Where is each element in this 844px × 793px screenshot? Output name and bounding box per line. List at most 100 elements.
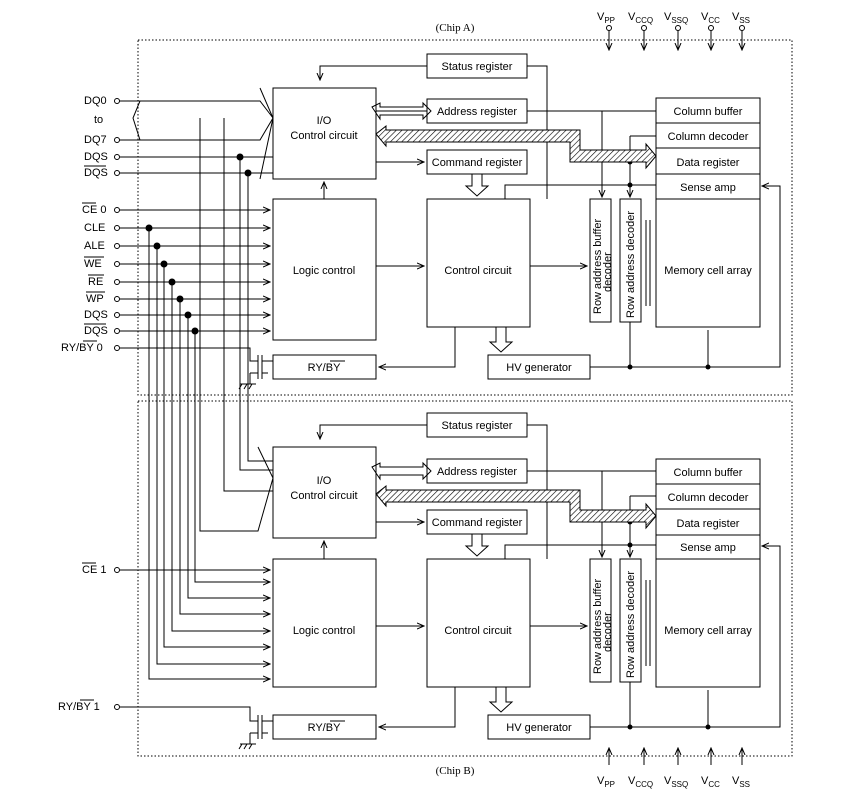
pin-cle xyxy=(114,225,120,231)
ready-busy-box xyxy=(272,354,377,380)
left-pins: DQ0 to DQ7 DQS DQS CE 0 CLE ALE xyxy=(58,87,274,750)
row-address-buffer-box xyxy=(589,198,612,323)
power-pin-vss-b: VSS xyxy=(732,748,750,789)
row-address-buffer-label-2: decoder xyxy=(602,252,614,292)
memory-cell-array-label: Memory cell array xyxy=(664,265,752,277)
pin-ce0 xyxy=(114,207,120,213)
logic-control-label: Logic control xyxy=(293,265,355,277)
memory-cell-array-label: Memory cell array xyxy=(664,625,752,637)
power-pin-vssq: VSSQ xyxy=(664,11,688,50)
address-register-label: Address register xyxy=(437,466,517,478)
pin-label-ce1: CE 1 xyxy=(82,564,106,576)
pin-label-dqs: DQS xyxy=(84,151,108,163)
pin-dq0 xyxy=(114,98,120,104)
pin-label-re: RE xyxy=(88,276,103,288)
pin-dqs xyxy=(114,154,120,160)
column-buffer-label: Column buffer xyxy=(674,467,743,479)
svg-text:VCCQ: VCCQ xyxy=(628,11,653,25)
control-circuit-label: Control circuit xyxy=(444,265,511,277)
chip-b: Status register Address register Command… xyxy=(272,412,781,740)
sense-amp-box xyxy=(655,173,761,200)
pin-we xyxy=(114,261,120,267)
io-control-box xyxy=(272,87,377,180)
pin-dqs-n-2 xyxy=(114,328,120,334)
hv-generator-label: HV generator xyxy=(506,722,572,734)
io-control-label-2: Control circuit xyxy=(290,130,357,142)
pin-label-dq7: DQ7 xyxy=(84,134,107,146)
chip-b-frame xyxy=(137,400,793,757)
column-decoder-label: Column decoder xyxy=(668,131,749,143)
power-pin-vcc: VCC xyxy=(701,11,720,50)
hv-generator-box xyxy=(487,354,591,380)
pin-label-dqs-2: DQS xyxy=(84,309,108,321)
svg-text:VSS: VSS xyxy=(732,775,750,789)
io-control-label-1: I/O xyxy=(317,475,332,487)
data-register-label: Data register xyxy=(677,157,740,169)
control-circuit-box xyxy=(426,198,531,328)
power-pin-vccq: VCCQ xyxy=(628,11,653,50)
column-decoder-label: Column decoder xyxy=(668,492,749,504)
row-address-decoder-label: Row address decoder xyxy=(625,571,637,678)
command-register-label: Command register xyxy=(432,157,523,169)
pin-ryby1 xyxy=(114,704,120,710)
svg-text:VCCQ: VCCQ xyxy=(628,775,653,789)
pin-label-dq0: DQ0 xyxy=(84,95,107,107)
row-address-buffer-label: Row address buffer xyxy=(592,578,604,674)
control-circuit-label: Control circuit xyxy=(444,625,511,637)
memory-cell-array-box xyxy=(655,558,761,688)
power-pin-vcc-b: VCC xyxy=(701,748,720,789)
power-pin-vssq-b: VSSQ xyxy=(664,748,688,789)
pin-ryby0 xyxy=(114,345,120,351)
svg-text:VCC: VCC xyxy=(701,11,720,25)
power-pin-vss: VSS xyxy=(732,11,750,50)
pin-label-dqs-n: DQS xyxy=(84,167,108,179)
svg-text:VPP: VPP xyxy=(597,775,615,789)
hv-generator-label: HV generator xyxy=(506,362,572,374)
hv-generator-box xyxy=(487,714,591,740)
pin-dqs-2 xyxy=(114,312,120,318)
column-buffer-box xyxy=(655,97,761,124)
sense-amp-box xyxy=(655,534,761,560)
sense-amp-label: Sense amp xyxy=(680,542,736,554)
pin-ce1 xyxy=(114,567,120,573)
io-control-box xyxy=(272,446,377,539)
pin-dqs-n xyxy=(114,170,120,176)
data-bus-b xyxy=(375,484,657,530)
ready-busy-box xyxy=(272,714,377,740)
pin-label-ryby0: RY/BY 0 xyxy=(61,342,103,354)
command-register-box xyxy=(426,509,528,535)
io-control-label-1: I/O xyxy=(317,115,332,127)
data-bus-a xyxy=(375,124,657,170)
address-register-label: Address register xyxy=(437,106,517,118)
pin-label-ryby1: RY/BY 1 xyxy=(58,701,100,713)
svg-text:VSSQ: VSSQ xyxy=(664,775,688,789)
pin-dq7 xyxy=(114,137,120,143)
status-register-box xyxy=(426,53,528,79)
svg-text:VCC: VCC xyxy=(701,775,720,789)
sense-amp-label: Sense amp xyxy=(680,182,736,194)
power-pins-top: VPP VCCQ VSSQ VCC VSS xyxy=(597,11,750,50)
column-decoder-box xyxy=(655,483,761,510)
pin-label-ale: ALE xyxy=(84,240,105,252)
status-register-label: Status register xyxy=(442,61,513,73)
pin-label-cle: CLE xyxy=(84,222,105,234)
ready-busy-label: RY/BY xyxy=(308,362,341,374)
address-register-box xyxy=(426,98,528,124)
pin-label-dqs-n-2: DQS xyxy=(84,325,108,337)
chip-a: Status register Address register Command… xyxy=(272,53,781,380)
row-address-buffer-label: Row address buffer xyxy=(592,218,604,314)
svg-text:VPP: VPP xyxy=(597,11,615,25)
pin-re xyxy=(114,279,120,285)
chip-a-frame xyxy=(137,39,793,396)
chip-b-label: (Chip B) xyxy=(436,765,475,777)
pin-label-we: WE xyxy=(84,258,102,270)
row-address-buffer-box xyxy=(589,558,612,683)
row-address-buffer-label-2: decoder xyxy=(602,612,614,652)
power-pin-vpp-b: VPP xyxy=(597,748,615,789)
svg-text:VSSQ: VSSQ xyxy=(664,11,688,25)
memory-cell-array-box xyxy=(655,198,761,328)
pin-ale xyxy=(114,243,120,249)
power-pins-bottom: VPP VCCQ VSSQ VCC VSS xyxy=(597,748,750,789)
status-register-label: Status register xyxy=(442,420,513,432)
